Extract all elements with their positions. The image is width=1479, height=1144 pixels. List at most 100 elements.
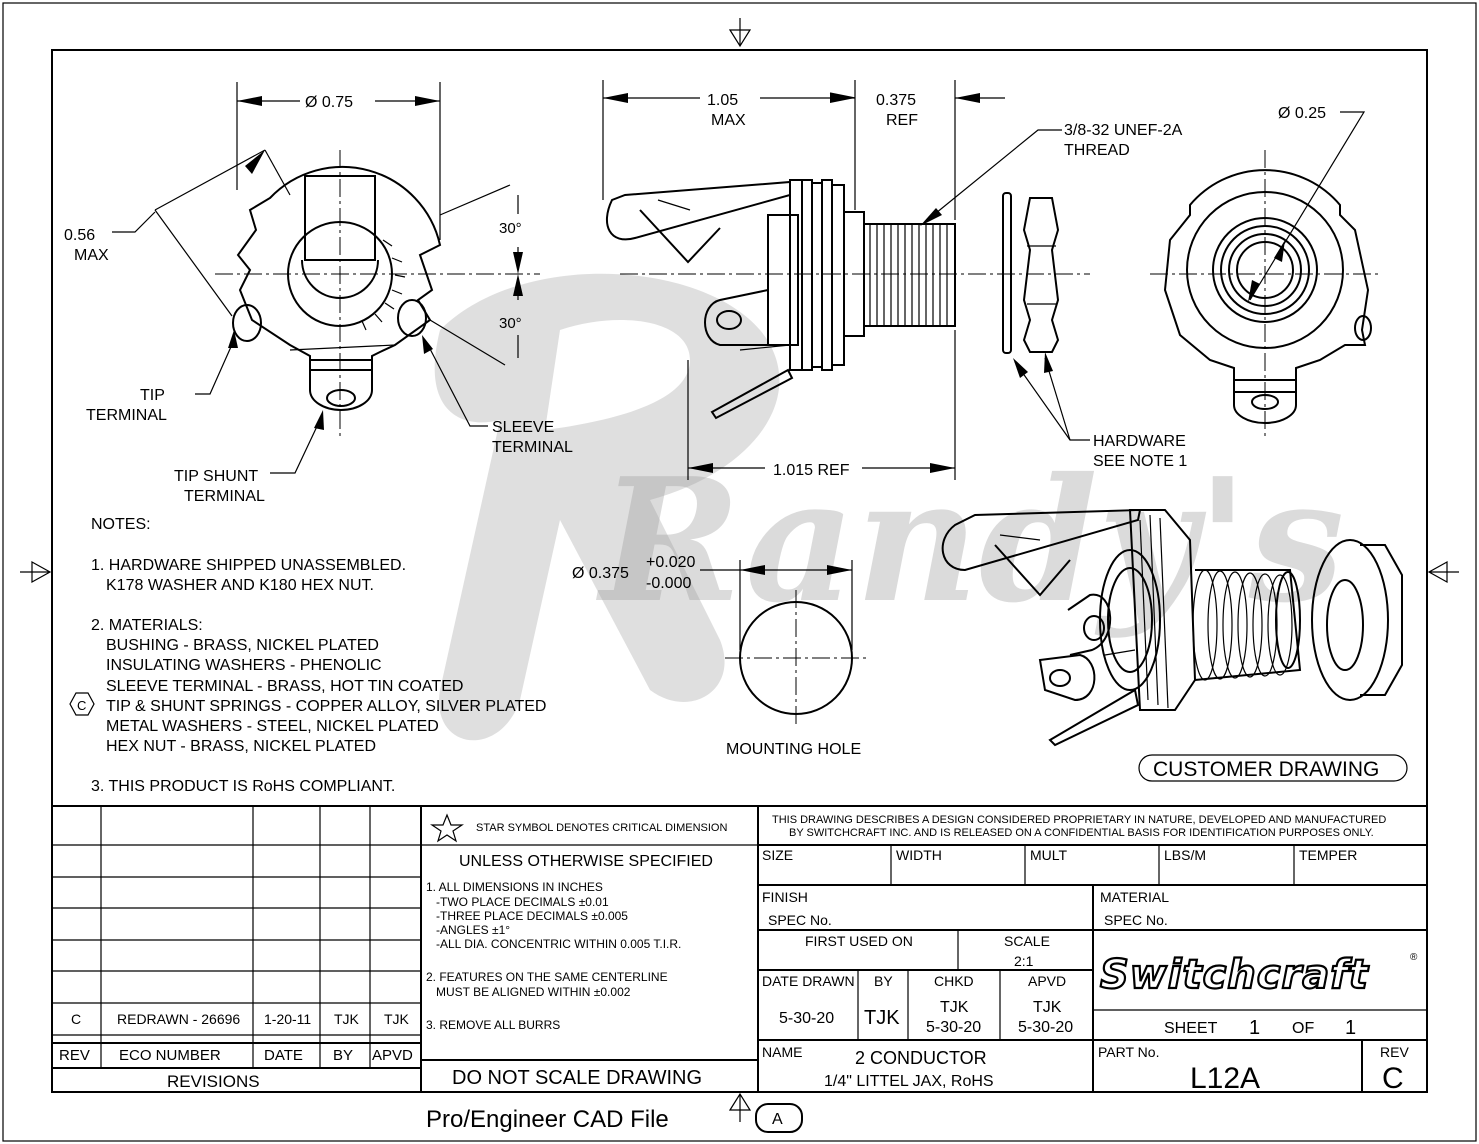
scale-label: SCALE (1004, 933, 1050, 949)
note-2-washers: INSULATING WASHERS - PHENOLIC (106, 657, 382, 674)
rev-row-by: TJK (334, 1011, 360, 1027)
material-spec-label: SPEC No. (1104, 912, 1168, 928)
note-3: 3. THIS PRODUCT IS RoHS COMPLIANT. (91, 778, 395, 795)
front-view (215, 150, 540, 440)
tolerance-spec: STAR SYMBOL DENOTES CRITICAL DIMENSION U… (426, 813, 727, 1089)
thread-label: THREAD (1064, 142, 1130, 159)
watermark: Randy's (434, 273, 1344, 741)
dim-1015-ref: 1.015 REF (773, 462, 850, 479)
date-drawn: 5-30-20 (779, 1010, 834, 1027)
rev-label: REV (1380, 1044, 1409, 1060)
left-center-marker (20, 560, 52, 584)
callout-tip-shunt: TIP SHUNT (174, 468, 258, 485)
star-note: STAR SYMBOL DENOTES CRITICAL DIMENSION (476, 822, 727, 834)
spec-1c: -ANGLES ±1° (436, 923, 510, 937)
callout-tip-shunt-terminal: TERMINAL (184, 488, 265, 505)
lbs-label: LBS/M (1164, 847, 1206, 863)
note-2-metal-washers: METAL WASHERS - STEEL, NICKEL PLATED (106, 718, 439, 735)
right-center-marker (1427, 560, 1459, 584)
rev-row-apvd: TJK (384, 1011, 410, 1027)
notes-block: NOTES: 1. HARDWARE SHIPPED UNASSEMBLED. … (69, 516, 546, 795)
first-used-label: FIRST USED ON (805, 933, 913, 949)
part-name-line-2: 1/4" LITTEL JAX, RoHS (824, 1073, 994, 1090)
spec-3: 3. REMOVE ALL BURRS (426, 1018, 560, 1032)
scale-value: 2:1 (1014, 953, 1034, 969)
spec-1d: -ALL DIA. CONCENTRIC WITHIN 0.005 T.I.R. (436, 937, 681, 951)
revisions-title: REVISIONS (167, 1072, 260, 1091)
callout-sleeve-terminal: TERMINAL (492, 439, 573, 456)
part-name-line-1: 2 CONDUCTOR (855, 1048, 987, 1068)
part-number: L12A (1190, 1062, 1260, 1095)
mounting-hole-label: MOUNTING HOLE (726, 741, 861, 758)
dim-dia-075: Ø 0.75 (305, 94, 353, 111)
width-label: WIDTH (896, 847, 942, 863)
unless-specified: UNLESS OTHERWISE SPECIFIED (459, 853, 713, 870)
callout-hardware: HARDWARE (1093, 433, 1186, 450)
spec-1a: -TWO PLACE DECIMALS ±0.01 (436, 895, 609, 909)
rev-header-rev: REV (59, 1047, 90, 1064)
dim-0375-ref: 0.375 (876, 92, 916, 109)
switchcraft-logo: Switchcraft (1100, 952, 1370, 998)
mult-label: MULT (1030, 847, 1068, 863)
cad-file-label: Pro/Engineer CAD File (426, 1106, 669, 1133)
note-2: 2. MATERIALS: (91, 617, 203, 634)
dim-056-value: 0.56 (64, 227, 95, 244)
rev-row-date: 1-20-11 (264, 1011, 311, 1027)
revisions-table: C REDRAWN - 26696 1-20-11 TJK TJK REV EC… (59, 1011, 413, 1091)
spec-1b: -THREE PLACE DECIMALS ±0.005 (436, 909, 628, 923)
rev-header-date: DATE (264, 1047, 303, 1064)
thread-spec: 3/8-32 UNEF-2A (1064, 122, 1183, 139)
callout-tip-terminal: TERMINAL (86, 407, 167, 424)
apvd-label: APVD (1028, 973, 1066, 989)
dim-hole-tol-plus: +0.020 (646, 554, 695, 571)
revision-marker-hexagon (69, 692, 95, 716)
spec-1: 1. ALL DIMENSIONS IN INCHES (426, 880, 603, 894)
note-2-hex-nut: HEX NUT - BRASS, NICKEL PLATED (106, 738, 376, 755)
title-block: THIS DRAWING DESCRIBES A DESIGN CONSIDER… (762, 814, 1418, 1095)
top-center-marker (728, 18, 752, 48)
rev-value: C (1382, 1062, 1404, 1095)
sheet-label: SHEET (1164, 1020, 1218, 1037)
rev-row-rev: C (71, 1011, 81, 1027)
bottom-center-marker (728, 1092, 752, 1122)
dim-hole-dia: Ø 0.375 (572, 565, 629, 582)
spec-2b: MUST BE ALIGNED WITHIN ±0.002 (436, 985, 631, 999)
dim-0375-ref-label: REF (886, 112, 918, 129)
callout-hardware-note: SEE NOTE 1 (1093, 453, 1187, 470)
front-view-callouts: TIP TERMINAL SLEEVE TERMINAL TIP SHUNT T… (86, 330, 573, 505)
rev-row-eco: REDRAWN - 26696 (117, 1011, 240, 1027)
proprietary-line-1: THIS DRAWING DESCRIBES A DESIGN CONSIDER… (772, 814, 1386, 826)
sheet-number: 1 (1249, 1017, 1260, 1039)
dim-angle-30-top: 30° (499, 220, 522, 237)
finish-spec-label: SPEC No. (768, 912, 832, 928)
temper-label: TEMPER (1299, 847, 1357, 863)
spec-2a: 2. FEATURES ON THE SAME CENTERLINE (426, 970, 668, 984)
do-not-scale: DO NOT SCALE DRAWING (452, 1067, 702, 1089)
customer-drawing-label: CUSTOMER DRAWING (1153, 758, 1379, 781)
customer-drawing-tag: CUSTOMER DRAWING (1138, 754, 1408, 782)
isometric-view (941, 508, 1403, 747)
front-view-dimensions: Ø 0.75 0.56 MAX 30° 30° (64, 82, 523, 366)
size-label: SIZE (762, 847, 793, 863)
side-view-dimensions: 1.05 MAX 0.375 REF 3/8-32 UNEF-2A THREAD… (602, 80, 1187, 480)
footer: Pro/Engineer CAD File A (426, 1103, 803, 1133)
drawn-by: TJK (864, 1007, 900, 1029)
by-label: BY (874, 973, 893, 989)
note-1: 1. HARDWARE SHIPPED UNASSEMBLED. (91, 557, 406, 574)
note-2-sleeve: SLEEVE TERMINAL - BRASS, HOT TIN COATED (106, 678, 463, 695)
revision-marker-letter: C (77, 698, 86, 713)
rear-view-dimensions: Ø 0.25 (1248, 105, 1366, 302)
sheet-size-letter: A (772, 1111, 783, 1128)
notes-heading: NOTES: (91, 516, 151, 533)
dim-105-max: MAX (711, 112, 746, 129)
finish-label: FINISH (762, 889, 808, 905)
date-drawn-label: DATE DRAWN (762, 973, 855, 989)
apvd-name: TJK (1033, 999, 1062, 1016)
note-2-bushing: BUSHING - BRASS, NICKEL PLATED (106, 637, 379, 654)
dim-hole-tol-minus: -0.000 (646, 575, 691, 592)
registered-mark-icon: ® (1410, 952, 1418, 963)
chkd-name: TJK (940, 999, 969, 1016)
dim-056-max: MAX (74, 247, 109, 264)
